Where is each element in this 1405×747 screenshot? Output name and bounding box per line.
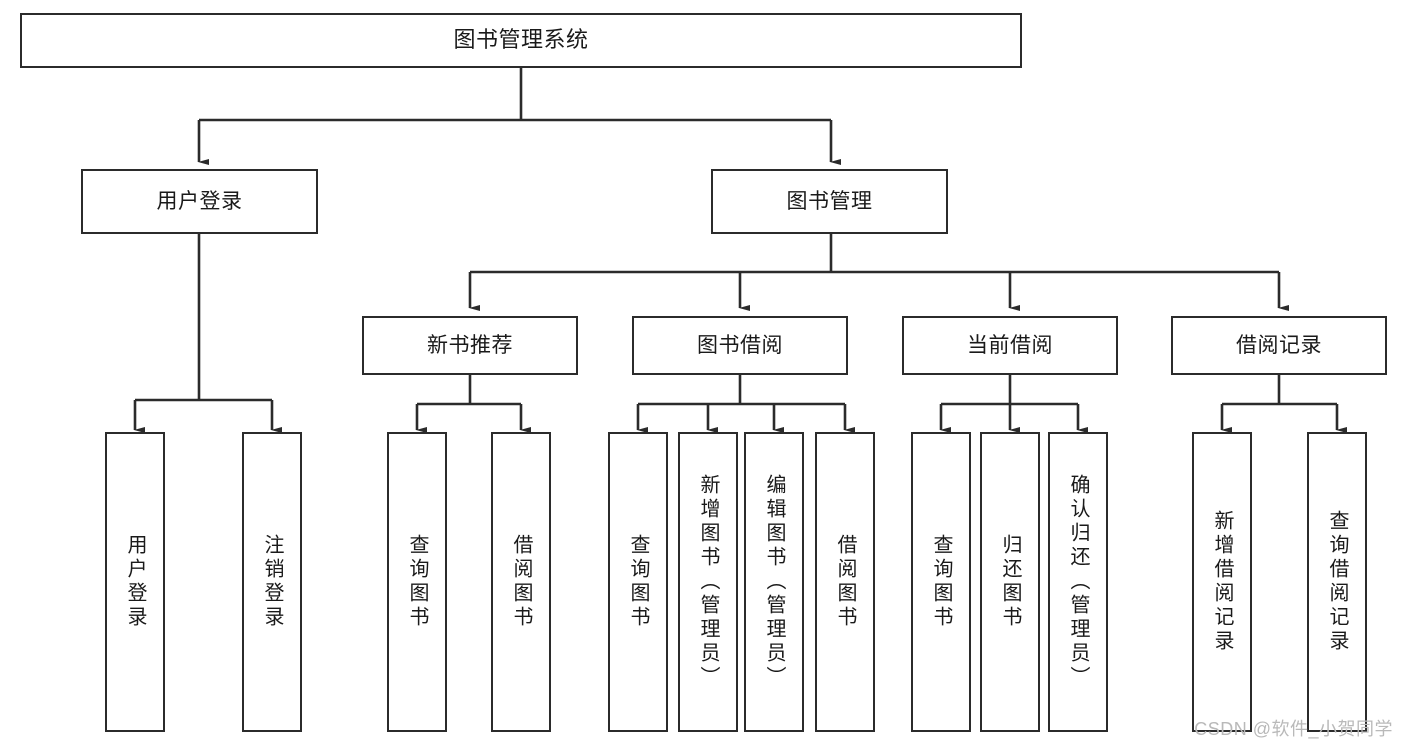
node-new-book-recommend[interactable]: 新书推荐 [362, 316, 578, 375]
leaf-label: 归还图书 [999, 534, 1021, 630]
leaf-current-borrow-confirm[interactable]: 确认归还（管理员） [1048, 432, 1108, 732]
node-root-system[interactable]: 图书管理系统 [20, 13, 1022, 68]
node-user-login[interactable]: 用户登录 [81, 169, 318, 234]
leaf-book-borrow-edit[interactable]: 编辑图书（管理员） [744, 432, 804, 732]
leaf-label: 查询图书 [627, 534, 649, 630]
node-book-borrow[interactable]: 图书借阅 [632, 316, 848, 375]
leaf-borrow-record-add[interactable]: 新增借阅记录 [1192, 432, 1252, 732]
leaf-label: 借阅图书 [510, 534, 532, 630]
leaf-new-book-query[interactable]: 查询图书 [387, 432, 447, 732]
leaf-label: 新增借阅记录 [1211, 510, 1233, 654]
leaf-book-borrow-borrow[interactable]: 借阅图书 [815, 432, 875, 732]
leaf-user-login-logout[interactable]: 注销登录 [242, 432, 302, 732]
node-book-management[interactable]: 图书管理 [711, 169, 948, 234]
node-borrow-record[interactable]: 借阅记录 [1171, 316, 1387, 375]
leaf-label: 新增图书（管理员） [697, 474, 719, 690]
leaf-label: 注销登录 [261, 534, 283, 630]
leaf-label: 查询借阅记录 [1326, 510, 1348, 654]
leaf-book-borrow-query[interactable]: 查询图书 [608, 432, 668, 732]
leaf-label: 用户登录 [124, 534, 146, 630]
leaf-current-borrow-return[interactable]: 归还图书 [980, 432, 1040, 732]
leaf-new-book-borrow[interactable]: 借阅图书 [491, 432, 551, 732]
leaf-current-borrow-query[interactable]: 查询图书 [911, 432, 971, 732]
leaf-label: 编辑图书（管理员） [763, 474, 785, 690]
leaf-book-borrow-add[interactable]: 新增图书（管理员） [678, 432, 738, 732]
leaf-label: 查询图书 [406, 534, 428, 630]
csdn-watermark: CSDN @软件_小贺同学 [1194, 719, 1393, 739]
leaf-label: 借阅图书 [834, 534, 856, 630]
leaf-label: 查询图书 [930, 534, 952, 630]
leaf-label: 确认归还（管理员） [1067, 474, 1089, 690]
leaf-borrow-record-query[interactable]: 查询借阅记录 [1307, 432, 1367, 732]
node-current-borrow[interactable]: 当前借阅 [902, 316, 1118, 375]
leaf-user-login-login[interactable]: 用户登录 [105, 432, 165, 732]
